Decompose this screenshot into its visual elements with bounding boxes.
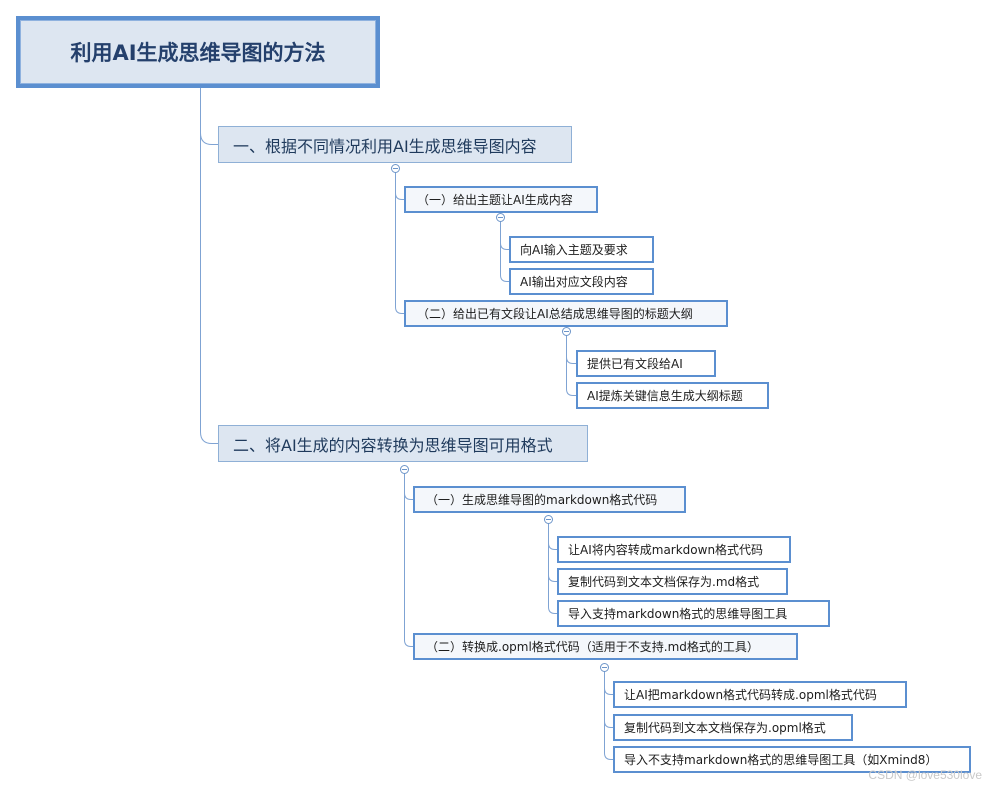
collapse-icon[interactable]	[600, 663, 609, 672]
branch-2-sub-2[interactable]: （二）转换成.opml格式代码（适用于不支持.md格式的工具）	[413, 633, 798, 660]
root-topic[interactable]: 利用AI生成思维导图的方法	[16, 16, 380, 88]
leaf-convert-opml[interactable]: 让AI把markdown格式代码转成.opml格式代码	[613, 681, 907, 708]
leaf-extract-outline[interactable]: AI提炼关键信息生成大纲标题	[576, 382, 769, 409]
watermark: CSDN @love530love	[868, 768, 982, 782]
collapse-icon[interactable]	[496, 213, 505, 222]
collapse-icon[interactable]	[544, 515, 553, 524]
leaf-save-md[interactable]: 复制代码到文本文档保存为.md格式	[557, 568, 788, 595]
branch-2-sub-1[interactable]: （一）生成思维导图的markdown格式代码	[413, 486, 686, 513]
leaf-import-md-tool[interactable]: 导入支持markdown格式的思维导图工具	[557, 600, 830, 627]
leaf-convert-markdown[interactable]: 让AI将内容转成markdown格式代码	[557, 536, 791, 563]
branch-1-sub-2[interactable]: （二）给出已有文段让AI总结成思维导图的标题大纲	[404, 300, 728, 327]
leaf-ai-output[interactable]: AI输出对应文段内容	[509, 268, 654, 295]
collapse-icon[interactable]	[562, 327, 571, 336]
collapse-icon[interactable]	[391, 164, 400, 173]
branch-1-sub-1[interactable]: （一）给出主题让AI生成内容	[404, 186, 598, 213]
leaf-save-opml[interactable]: 复制代码到文本文档保存为.opml格式	[613, 714, 853, 741]
branch-2-topic[interactable]: 二、将AI生成的内容转换为思维导图可用格式	[218, 425, 588, 462]
branch-1-topic[interactable]: 一、根据不同情况利用AI生成思维导图内容	[218, 126, 572, 163]
leaf-provide-text[interactable]: 提供已有文段给AI	[576, 350, 716, 377]
leaf-input-topic[interactable]: 向AI输入主题及要求	[509, 236, 654, 263]
collapse-icon[interactable]	[400, 465, 409, 474]
leaf-import-xmind[interactable]: 导入不支持markdown格式的思维导图工具（如Xmind8）	[613, 746, 971, 773]
